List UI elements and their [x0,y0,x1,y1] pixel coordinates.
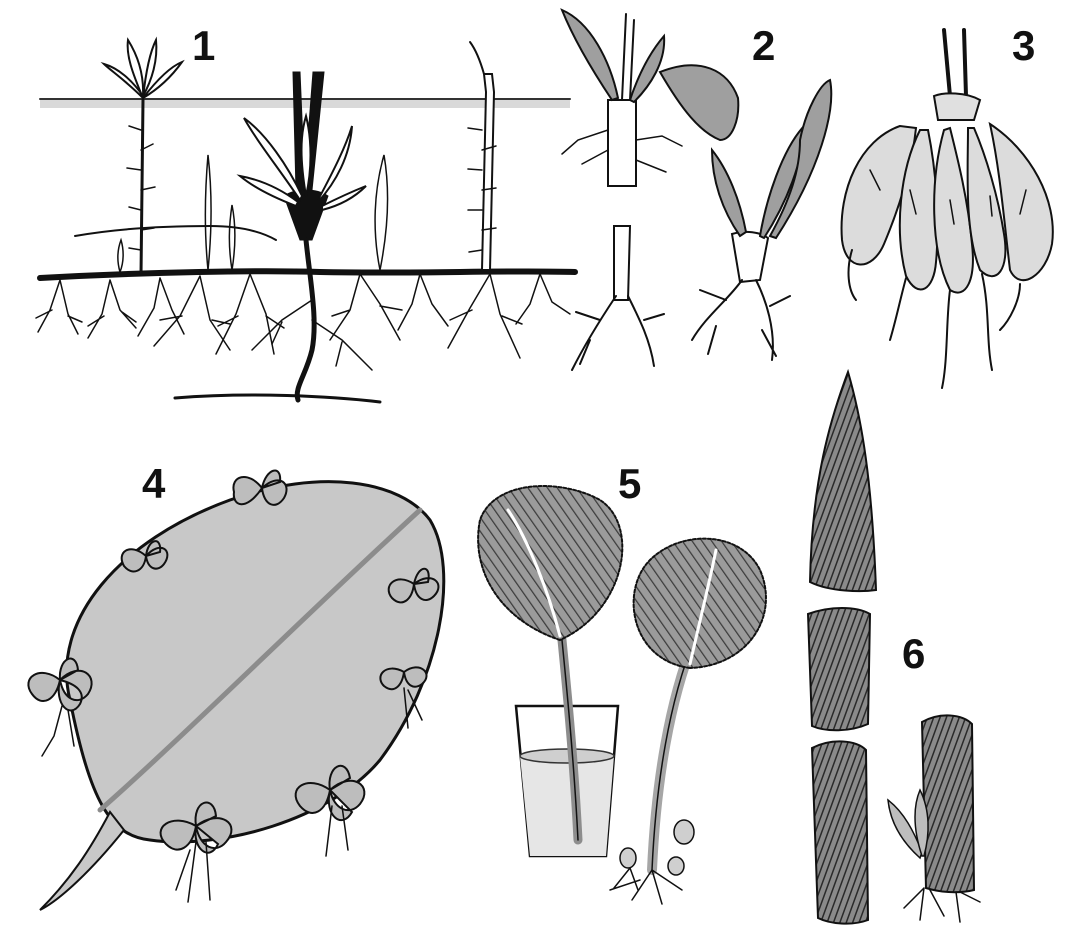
bud-2 [229,205,235,270]
panel-number-5: 5 [618,460,641,507]
rooted-shoot [888,790,928,858]
panel-3-root-tubers [842,30,1053,388]
panel-6-stem-cuttings [808,372,980,924]
segment-tip [810,372,876,591]
cutting-bottom-left [614,226,630,300]
panel-number-4: 4 [142,460,166,507]
panel-number-2: 2 [752,22,775,69]
panel-2-root-cuttings [562,10,831,370]
leaf-rooted [634,539,766,668]
fibrous-roots [36,274,570,370]
panel-number-1: 1 [192,22,215,69]
panel-4-leaf-plantlets [28,471,443,910]
leaf-in-glass [478,486,622,640]
leaf-petiole [40,812,124,910]
segment-middle [808,608,870,730]
segment-rooted [922,715,974,892]
bud-3 [118,240,123,272]
shoot-left [141,100,143,275]
panel-number-3: 3 [1012,22,1035,69]
panel-1-root-suckers [36,40,575,402]
panel-5-leaf-cuttings [478,486,766,904]
bud-4 [375,155,387,270]
cutting-top-left [608,100,636,186]
bud-1 [205,155,211,270]
rosette-left [104,40,182,98]
glass-water [520,756,614,856]
cutting-sprouting [732,232,768,282]
panel-number-6: 6 [902,630,925,677]
dandelion-leaf [660,65,738,140]
tuber-stems [944,30,966,96]
segment-lower [812,741,868,923]
